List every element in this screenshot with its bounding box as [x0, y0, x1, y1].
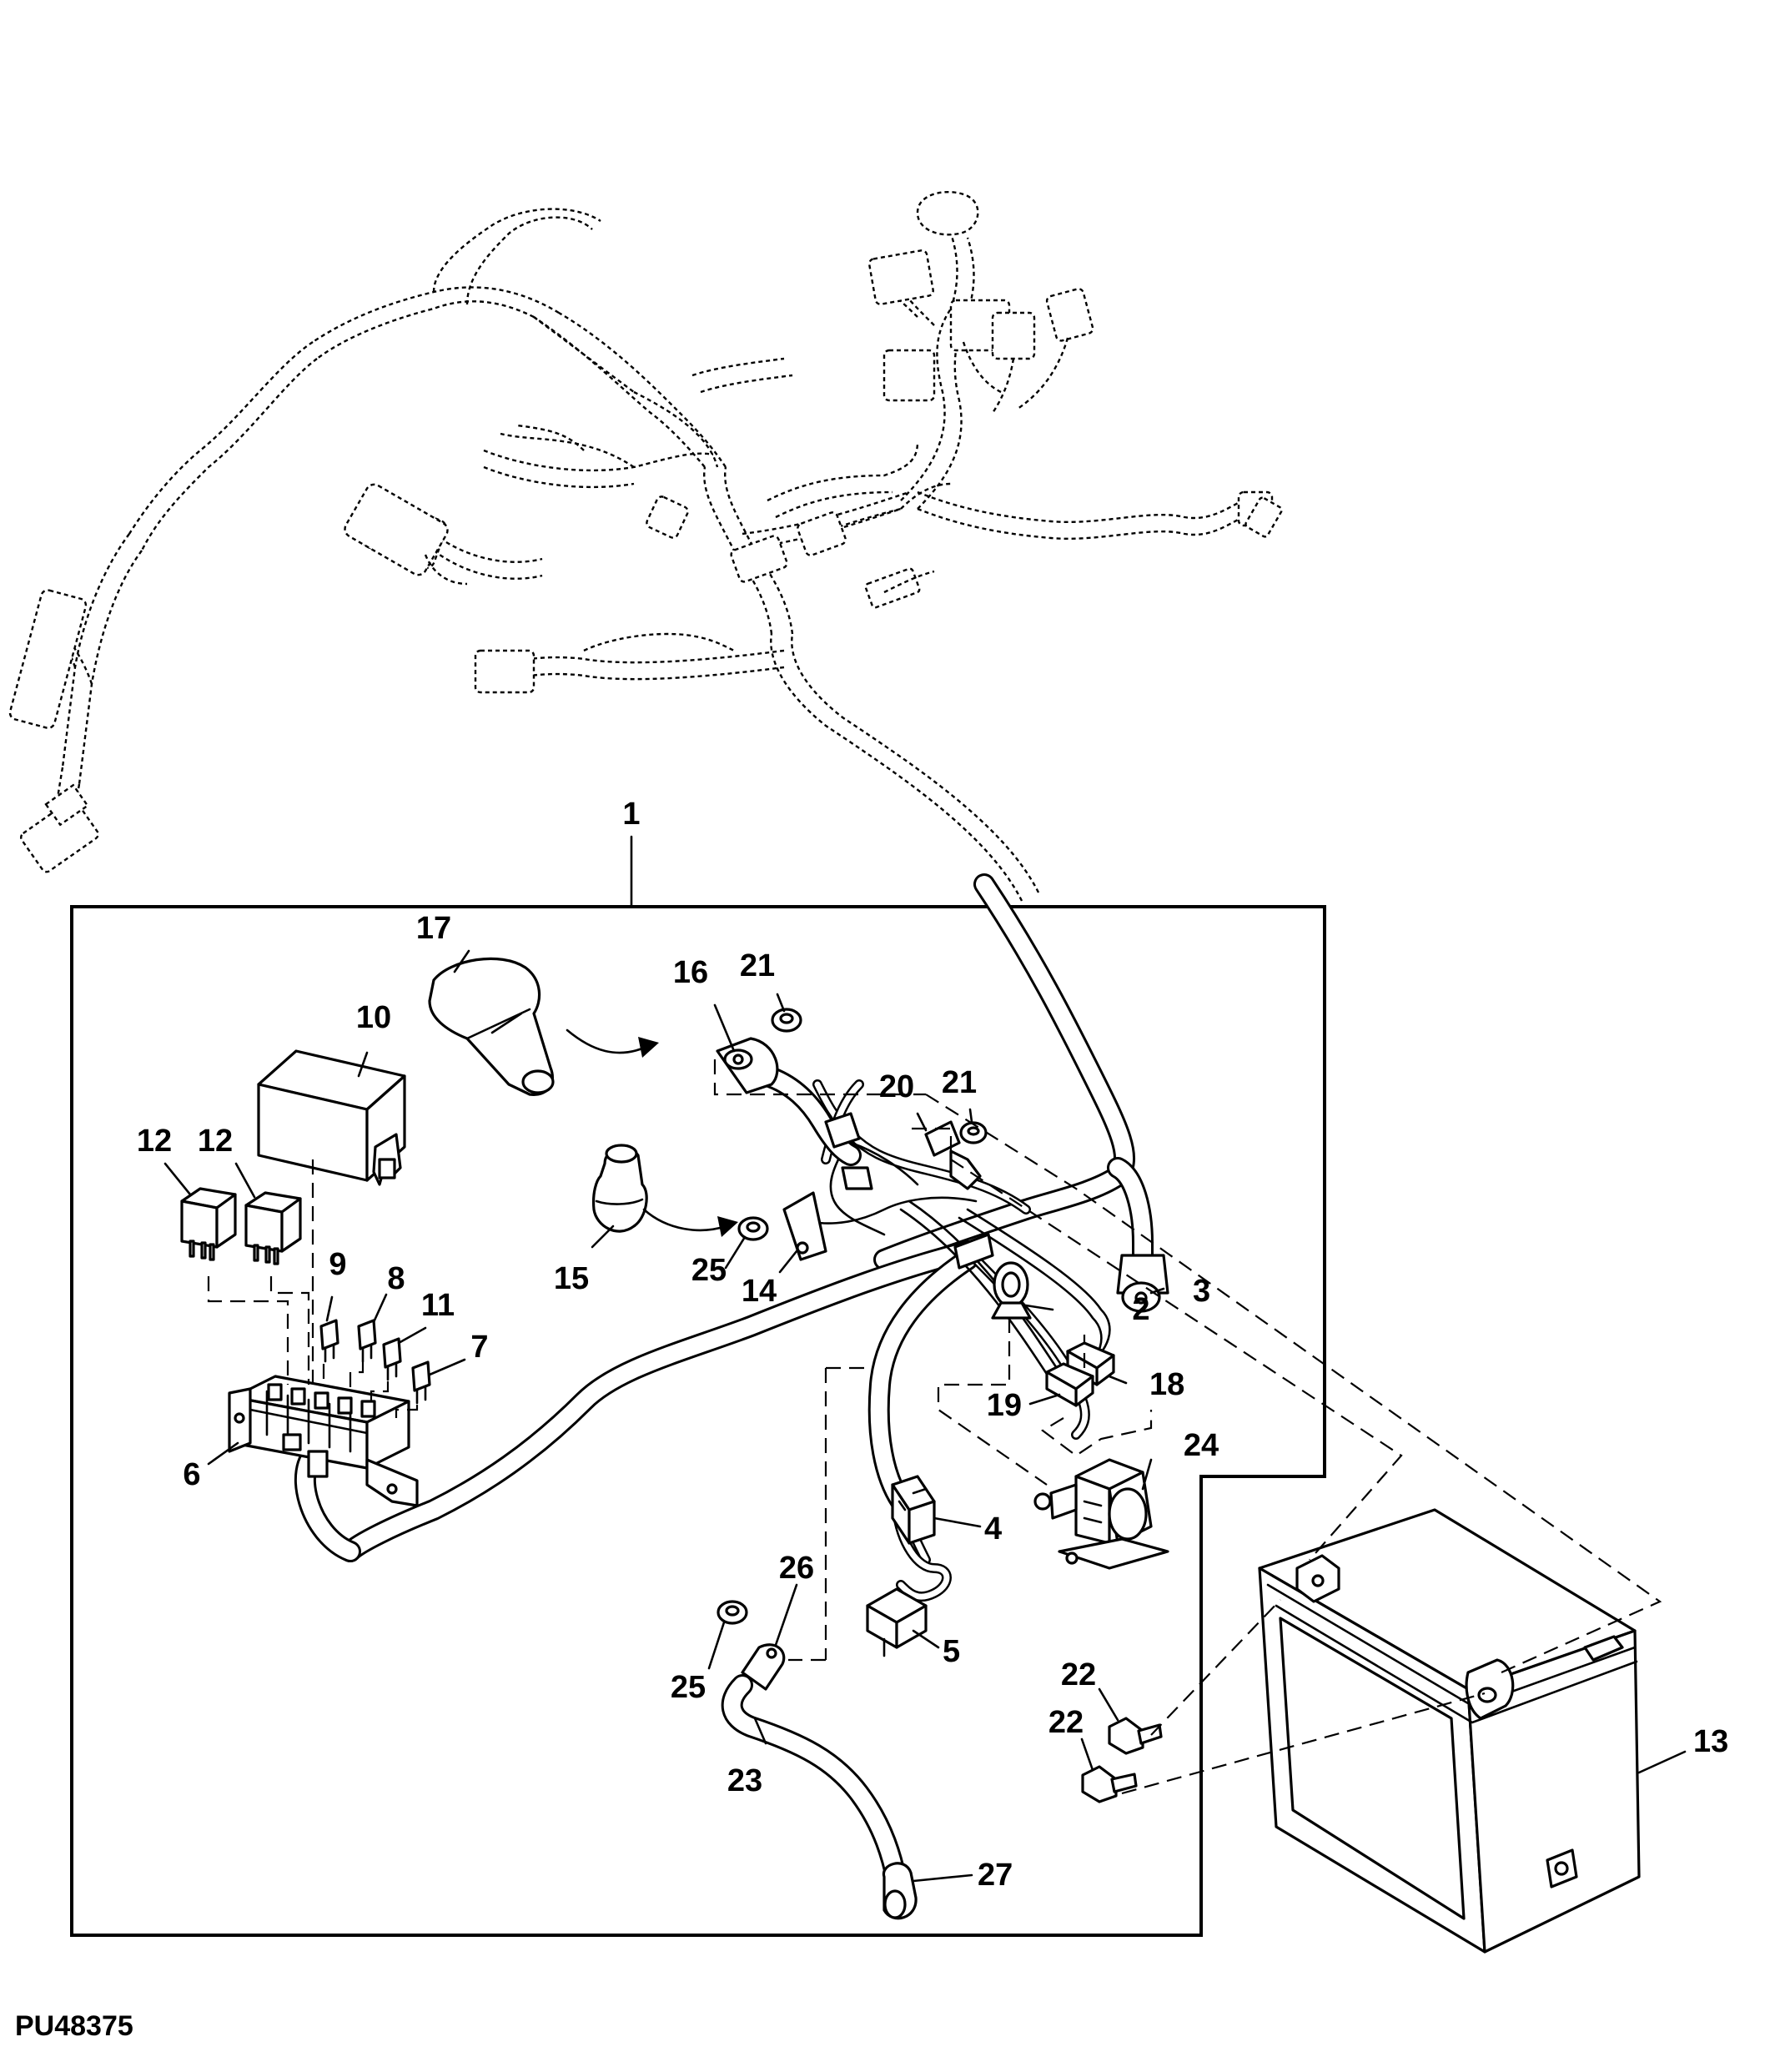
callout-6: 6: [183, 1457, 200, 1492]
terminal-19: [1045, 1362, 1094, 1407]
callout-23: 23: [727, 1763, 762, 1798]
fuse-8: [357, 1319, 377, 1363]
terminal-lugs: [782, 1120, 982, 1261]
callout-16: 16: [673, 955, 708, 990]
relay-b: [244, 1191, 302, 1265]
callout-24: 24: [1184, 1428, 1219, 1463]
callout-7: 7: [470, 1330, 488, 1365]
callout-1: 1: [622, 797, 640, 832]
callout-22a: 22: [1061, 1657, 1096, 1692]
nut-25-upper: [737, 1216, 769, 1241]
relay-a: [180, 1187, 237, 1261]
bolt-22-upper: [1108, 1717, 1163, 1755]
nut-25-lower: [717, 1600, 748, 1625]
callout-8: 8: [387, 1261, 405, 1296]
nut-21-upper: [771, 1008, 802, 1033]
callout-21a: 21: [740, 948, 775, 983]
callout-26: 26: [779, 1551, 814, 1586]
fuse-relay-block: [228, 1375, 419, 1507]
callout-27: 27: [978, 1858, 1013, 1893]
control-module: [257, 1049, 406, 1186]
callout-5: 5: [943, 1634, 960, 1669]
figure-reference: PU48375: [15, 2010, 133, 2042]
callout-3: 3: [1193, 1274, 1210, 1309]
grommet: [991, 1261, 1032, 1320]
connector-5: [866, 1587, 928, 1657]
callout-2: 2: [1132, 1292, 1149, 1327]
callout-20: 20: [879, 1069, 914, 1104]
ground-cable: [721, 1643, 918, 1920]
callout-18: 18: [1149, 1367, 1184, 1402]
starter-solenoid: [1033, 1458, 1169, 1570]
callout-10: 10: [356, 1000, 391, 1035]
callout-12b: 12: [198, 1124, 233, 1159]
callout-11: 11: [421, 1288, 455, 1323]
callout-numbers: 1 2 3 4 5 6 7 8 9 10 11 12 12 13 14 15 1…: [137, 797, 1728, 1893]
assembly-arrows: [566, 1028, 738, 1237]
callout-22b: 22: [1048, 1705, 1084, 1740]
leader-lines: [163, 949, 1687, 1883]
battery: [1258, 1508, 1641, 1954]
callout-4: 4: [984, 1511, 1002, 1546]
callout-25a: 25: [691, 1253, 727, 1288]
callout-25b: 25: [671, 1670, 706, 1705]
battery-positive-cable: [716, 1037, 862, 1166]
ghosted-main-harness: [8, 190, 1283, 902]
fuse-11: [382, 1337, 402, 1381]
callout-14: 14: [742, 1274, 777, 1309]
callout-9: 9: [329, 1247, 346, 1282]
assembly-dash-lines: [207, 1059, 1662, 1795]
callout-21b: 21: [942, 1065, 977, 1100]
callout-19: 19: [987, 1388, 1022, 1423]
callout-12a: 12: [137, 1124, 172, 1159]
callout-13: 13: [1693, 1724, 1728, 1759]
callout-17: 17: [416, 911, 451, 946]
connector-4: [891, 1475, 936, 1545]
callout-15: 15: [554, 1261, 589, 1296]
fuse-7: [411, 1360, 431, 1405]
small-terminal-boot: [591, 1144, 648, 1233]
terminal-boot: [428, 957, 555, 1096]
nut-21-lower: [959, 1121, 988, 1144]
harness-kit-outline: [70, 905, 1326, 1937]
bolt-22-lower: [1081, 1765, 1138, 1803]
fuse-9: [319, 1319, 339, 1363]
